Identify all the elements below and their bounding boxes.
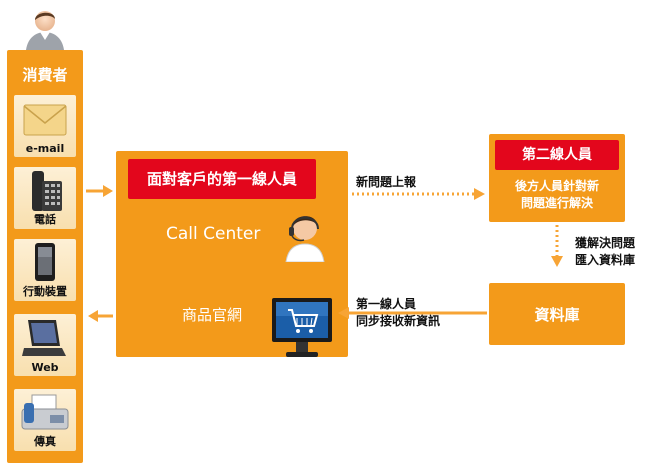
arrow-first-line-to-consumer: [88, 310, 113, 322]
channel-label-phone: 電話: [34, 213, 56, 226]
cart-monitor-icon: [270, 296, 334, 362]
solved-annotation-1: 獲解決問題: [575, 236, 636, 250]
laptop-icon: [22, 320, 66, 356]
database-box: [489, 283, 625, 345]
consumer-title: 消費者: [22, 66, 68, 84]
channel-label-email: e-mail: [25, 142, 65, 155]
envelope-icon: [23, 104, 67, 136]
channel-label-web: Web: [31, 361, 59, 374]
channel-tile-web: Web: [14, 314, 76, 376]
fax-icon: [21, 394, 69, 430]
consumer-avatar-icon: [22, 4, 68, 50]
channel-label-fax: 傳真: [34, 435, 56, 448]
agent-headset-icon: [282, 206, 328, 263]
sync-annotation-2: 同步接收新資訊: [356, 314, 441, 328]
channel-tile-mobile: 行動裝置: [14, 239, 76, 301]
second-line-body-2: 問題進行解決: [520, 196, 593, 210]
channel-tile-fax: 傳真: [14, 389, 76, 451]
solved-annotation-2: 匯入資料庫: [575, 253, 636, 267]
call-center-label: Call Center: [166, 224, 261, 244]
arrow-second-line-to-database: [551, 225, 563, 267]
product-site-label: 商品官網: [182, 306, 243, 324]
channel-tile-email: e-mail: [14, 95, 76, 157]
arrow-consumer-to-first-line: [86, 185, 113, 197]
second-line-header: 第二線人員: [495, 140, 619, 170]
mobile-device-icon: [35, 243, 55, 281]
channel-label-mobile: 行動裝置: [23, 285, 67, 298]
database-label: 資料庫: [534, 306, 580, 324]
channel-tile-phone: 電話: [14, 167, 76, 229]
sync-annotation-1: 第一線人員: [356, 297, 417, 311]
second-line-body-1: 後方人員針對新: [514, 179, 599, 193]
report-annotation: 新問題上報: [356, 175, 417, 189]
phone-icon: [32, 171, 62, 211]
first-line-header: 面對客戶的第一線人員: [128, 159, 316, 199]
